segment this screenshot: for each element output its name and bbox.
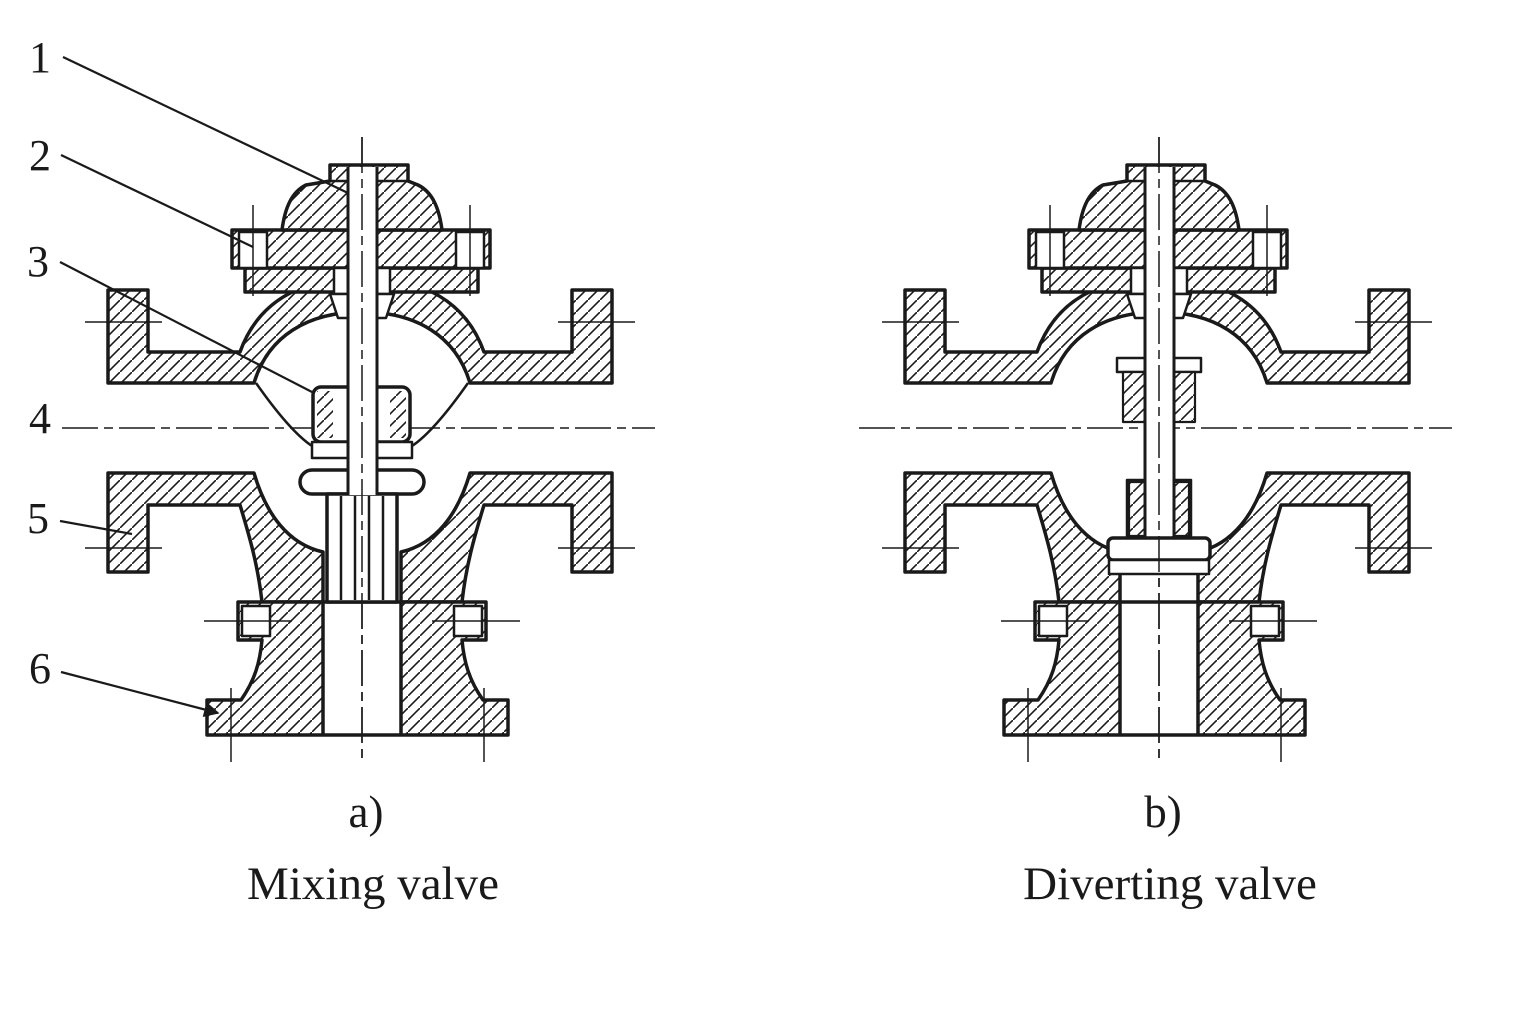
panel-a-tag: a) xyxy=(349,787,384,837)
panel-a-caption: Mixing valve xyxy=(247,858,499,910)
callout-number-5: 5 xyxy=(27,494,49,543)
callout-leader-lines xyxy=(59,56,349,717)
diverting-valve-drawing xyxy=(857,135,1454,765)
mixing-valve-drawing xyxy=(60,135,657,765)
valve-stem xyxy=(1143,137,1176,763)
panel-labels: a) Mixing valve b) Diverting valve xyxy=(247,787,1317,910)
valve-stem xyxy=(346,137,379,763)
callout-number-2: 2 xyxy=(29,131,51,180)
callout-number-6: 6 xyxy=(29,644,51,693)
callout-number-4: 4 xyxy=(29,394,51,443)
callout-numbers: 1 2 3 4 5 6 xyxy=(27,33,51,693)
plug-assembly xyxy=(1106,478,1212,576)
panel-b-caption: Diverting valve xyxy=(1023,858,1317,910)
callout-number-1: 1 xyxy=(29,33,51,82)
panel-b-tag: b) xyxy=(1144,787,1182,837)
callout-number-3: 3 xyxy=(27,237,49,286)
